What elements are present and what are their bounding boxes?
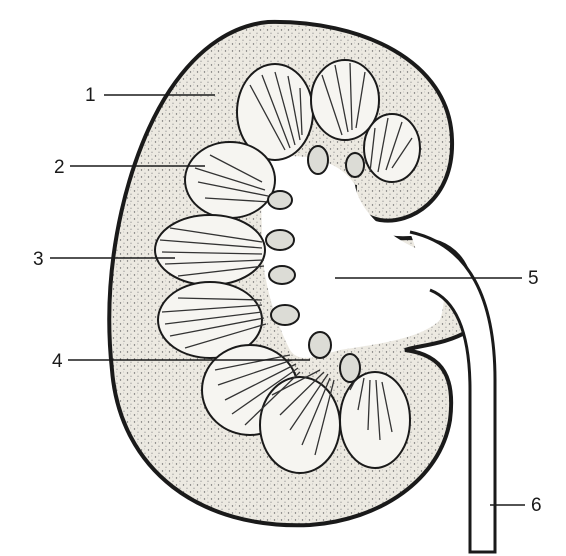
label-1: 1 — [85, 85, 96, 106]
papilla — [346, 153, 364, 177]
papilla — [271, 305, 299, 325]
papilla — [308, 146, 328, 174]
label-3: 3 — [33, 249, 44, 270]
pyramid — [155, 215, 265, 285]
label-2: 2 — [54, 157, 65, 178]
label-6: 6 — [531, 495, 542, 516]
papilla — [266, 230, 294, 250]
papilla — [309, 332, 331, 358]
pyramid — [340, 372, 410, 468]
papilla — [269, 266, 295, 284]
label-5: 5 — [528, 268, 539, 289]
papilla — [268, 191, 292, 209]
papilla — [340, 354, 360, 382]
label-4: 4 — [52, 351, 63, 372]
pyramid — [260, 377, 340, 473]
pyramid — [185, 142, 275, 218]
